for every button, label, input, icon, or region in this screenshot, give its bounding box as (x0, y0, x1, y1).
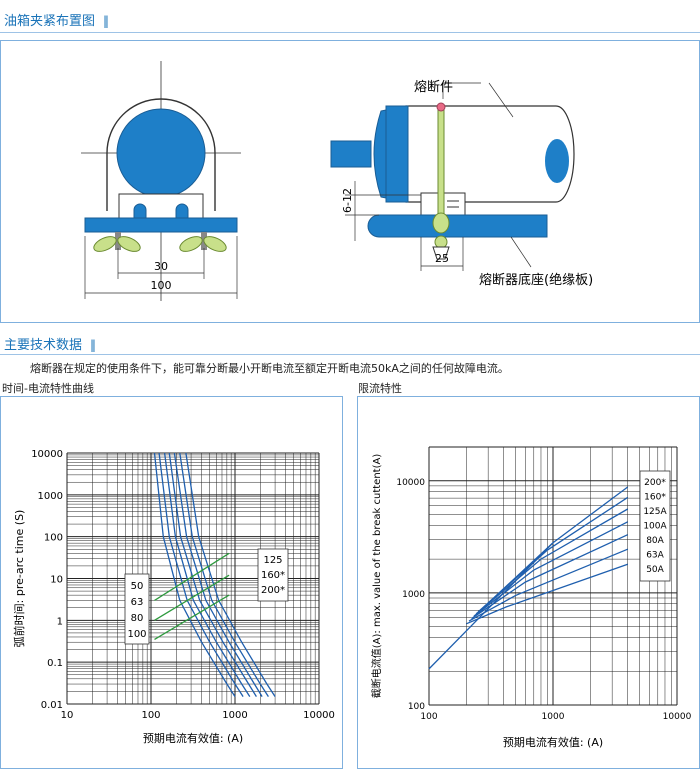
legend-box (639, 470, 671, 582)
legend-left-item: 63 (131, 597, 144, 608)
legend-left-item: 100 (127, 629, 146, 640)
y-tick-label: 1000 (38, 491, 63, 502)
x-tick-label: 1000 (542, 712, 565, 722)
green-line (154, 594, 230, 640)
section-rule (0, 32, 700, 33)
section-title-tech: 主要技术数据 ‖ (4, 334, 96, 353)
y-tick-label: 0.1 (47, 658, 63, 669)
chart2-title: 限流特性 (358, 382, 402, 395)
legend-right-item: 200* (261, 585, 285, 596)
chart1-title: 时间-电流特性曲线 (2, 382, 94, 395)
curve-50A (466, 563, 628, 625)
chart1-ylabel: 弧前时间: pre-arc time (S) (12, 510, 26, 648)
section-rule (0, 354, 700, 355)
x-tick-label: 10 (61, 710, 74, 721)
y-tick-label: 10000 (31, 449, 63, 460)
curve-63A (468, 548, 628, 622)
wing-nut-left (93, 232, 141, 252)
legend-item: 100A (643, 522, 667, 532)
legend-item: 160* (644, 493, 666, 503)
tech-description: 熔断器在规定的使用条件下，能可靠分断最小开断电流至额定开断电流50kA之间的任何… (30, 362, 509, 375)
legend-right-item: 125 (263, 555, 282, 566)
curve-100A (473, 521, 628, 617)
legend-right-box (257, 548, 289, 602)
y-tick-label: 10 (50, 575, 63, 586)
dim-25-label: 25 (435, 252, 449, 265)
x-tick-label: 10000 (663, 712, 692, 722)
y-tick-label: 1 (57, 616, 63, 627)
legend-item: 200* (644, 478, 666, 488)
base-label: 熔断器底座(绝缘板) (479, 272, 593, 288)
y-tick-label: 1000 (402, 590, 425, 600)
curve-125 (173, 452, 263, 697)
legend-left-box (124, 573, 150, 645)
section-bars: ‖ (103, 14, 110, 28)
dim-100-label: 100 (151, 279, 172, 292)
y-tick-label: 100 (44, 533, 63, 544)
fuse-label: 熔断件 (414, 80, 453, 95)
chart2-ylabel: 截断电流值(A): max. value of the break cutten… (370, 454, 383, 699)
green-line (154, 574, 230, 621)
curve-160* (179, 452, 269, 697)
side-view: 熔断件 6-12 25 熔断器底座(绝缘板) (330, 80, 593, 288)
y-tick-label: 0.01 (41, 700, 63, 711)
x-tick-label: 1000 (222, 710, 247, 721)
legend-item: 80A (646, 536, 664, 546)
curve-80A (471, 534, 628, 620)
arrangement-diagram: 30 100 (81, 61, 593, 301)
chart2-panel: 200* 160* 125A 100A 80A 63A 50A 100 1000 10000 10… (357, 396, 700, 769)
curve-80 (163, 452, 251, 697)
y-tick-label: 10000 (396, 478, 425, 488)
x-tick-label: 100 (420, 712, 437, 722)
legend-right-item: 160* (261, 570, 285, 581)
curve-125A (475, 508, 629, 615)
dim-30-label: 30 (154, 260, 168, 273)
section-title-text: 主要技术数据 (4, 338, 83, 353)
legend-left-item: 50 (131, 581, 144, 592)
curve-100 (168, 452, 257, 697)
wing-nut-right (179, 232, 227, 252)
x-tick-label: 10000 (303, 710, 335, 721)
legend-item: 63A (646, 551, 664, 561)
legend-item: 125A (643, 507, 667, 517)
legend-item: 50A (646, 565, 664, 575)
current-limiting-chart: 200* 160* 125A 100A 80A 63A 50A 100 1000 10000 10… (370, 446, 692, 749)
legend-left-item: 80 (131, 613, 144, 624)
chart1-xlabel: 预期电流有效值: (A) (143, 731, 243, 745)
diagram-panel: 30 100 (0, 40, 700, 323)
green-line (154, 552, 230, 601)
end-view: 30 100 (81, 61, 241, 301)
curve-50 (153, 452, 236, 697)
dim-6-12-label: 6-12 (341, 188, 354, 213)
curve-200* (185, 452, 276, 697)
chart2-xlabel: 预期电流有效值: (A) (503, 735, 603, 749)
curve-63 (158, 452, 244, 697)
section-bars: ‖ (90, 338, 97, 352)
section-title-text: 油箱夹紧布置图 (4, 14, 96, 29)
y-tick-label: 100 (408, 702, 425, 712)
section-title-layout: 油箱夹紧布置图 ‖ (4, 10, 109, 29)
x-tick-label: 100 (141, 710, 160, 721)
curve-160* (477, 496, 629, 613)
